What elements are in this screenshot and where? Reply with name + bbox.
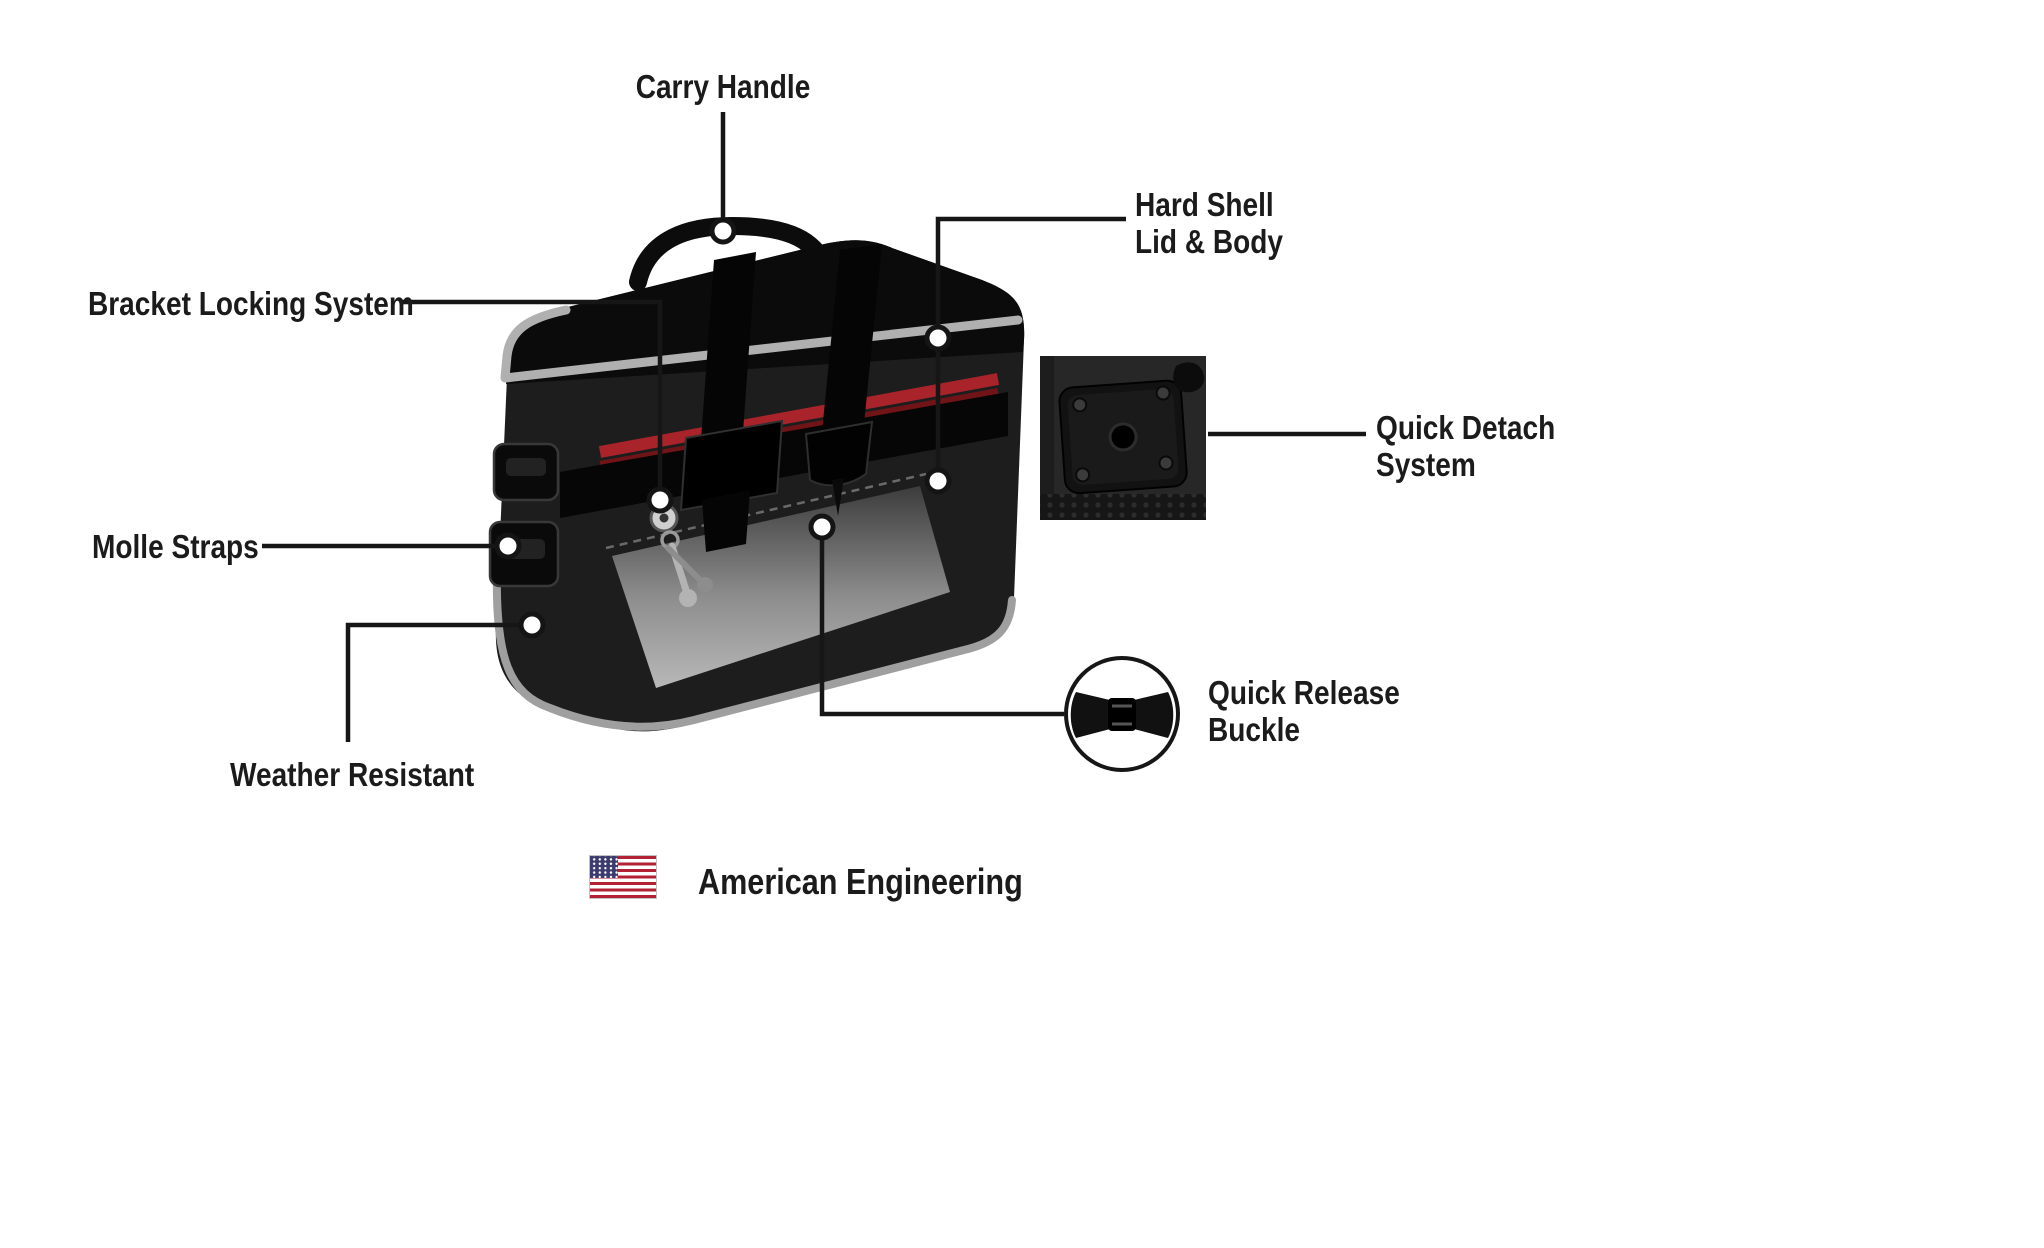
plate-screw	[1075, 467, 1091, 483]
quick-detach-inset-mesh	[1040, 494, 1206, 520]
quick-release-buckle-tongue	[832, 478, 844, 516]
label-quick-detach-line2: System	[1376, 446, 1476, 483]
bottom-trim	[492, 564, 1016, 731]
hard-shell-connector	[935, 216, 1126, 470]
carry-handle-marker	[709, 217, 737, 245]
quick-release-connector	[819, 540, 1064, 717]
plate-screw	[1072, 397, 1088, 413]
bracket-locking-connector	[400, 299, 663, 489]
quick-detach-inset-edge	[1040, 356, 1054, 520]
label-molle-straps: Molle Straps	[92, 528, 259, 565]
footer-american-engineering: American Engineering	[698, 861, 1023, 902]
quick-detach-plate	[1058, 379, 1188, 495]
molle-loop-top-slot	[506, 458, 546, 476]
key-2-bow	[697, 577, 713, 593]
quick-release-buckle-part	[804, 420, 874, 487]
label-hard-shell: Hard Shell Lid & Body	[1135, 186, 1283, 260]
plate-screw	[1158, 455, 1174, 471]
us-flag-icon	[589, 855, 657, 899]
molle-straps-marker	[494, 532, 522, 560]
lock-and-keys	[649, 503, 713, 607]
red-stripe-shadow	[599, 388, 999, 467]
label-hard-shell-line2: Lid & Body	[1135, 223, 1284, 260]
hard-shell-body-marker	[924, 467, 952, 495]
front-strap-right	[804, 244, 882, 516]
front-strap-left	[679, 252, 784, 552]
red-stripe	[598, 373, 1000, 458]
bracket-locking-marker	[646, 486, 674, 514]
saddlebag	[488, 216, 1025, 732]
label-quick-detach-line1: Quick Detach	[1376, 409, 1556, 446]
label-hard-shell-line1: Hard Shell	[1135, 186, 1274, 223]
keyhole	[659, 513, 669, 523]
lid-trim	[500, 305, 1023, 383]
label-quick-release-buckle: Quick Release Buckle	[1208, 674, 1400, 748]
hard-shell-lid-marker	[924, 324, 952, 352]
plate-screw	[1155, 385, 1171, 401]
label-bracket-locking-system: Bracket Locking System	[88, 285, 414, 322]
plate-center-hole	[1108, 422, 1138, 452]
quick-detach-bracket-knob	[1173, 362, 1205, 393]
weather-resistant-marker	[518, 611, 546, 639]
buckle-center	[1108, 698, 1136, 731]
label-quick-release-line1: Quick Release	[1208, 674, 1400, 711]
quick-detach-inset	[1040, 356, 1206, 520]
front-strap-left-keeper	[679, 419, 784, 512]
callout-markers	[494, 217, 952, 639]
weather-resistant-connector	[345, 622, 519, 742]
label-carry-handle: Carry Handle	[635, 68, 811, 105]
front-panel	[612, 486, 950, 688]
buckle-left-wing	[1070, 692, 1114, 738]
key-1-bow	[679, 589, 697, 607]
us-flag-canton	[590, 856, 618, 878]
buckle-inset	[1064, 656, 1180, 772]
strap-band	[560, 392, 1008, 518]
quick-release-marker	[808, 513, 836, 541]
front-strap-left-upper	[700, 252, 756, 454]
label-weather-resistant: Weather Resistant	[230, 756, 475, 793]
connector-lines	[262, 112, 1366, 742]
key-2	[665, 545, 703, 583]
front-strap-left-tail	[702, 490, 750, 552]
front-panel-stitching	[605, 472, 927, 550]
buckle-right-wing	[1130, 692, 1174, 738]
label-quick-detach-system: Quick Detach System	[1376, 409, 1555, 483]
front-strap-right-upper	[822, 244, 882, 432]
label-quick-release-line2: Buckle	[1208, 711, 1300, 748]
bag-lid	[506, 240, 1025, 384]
